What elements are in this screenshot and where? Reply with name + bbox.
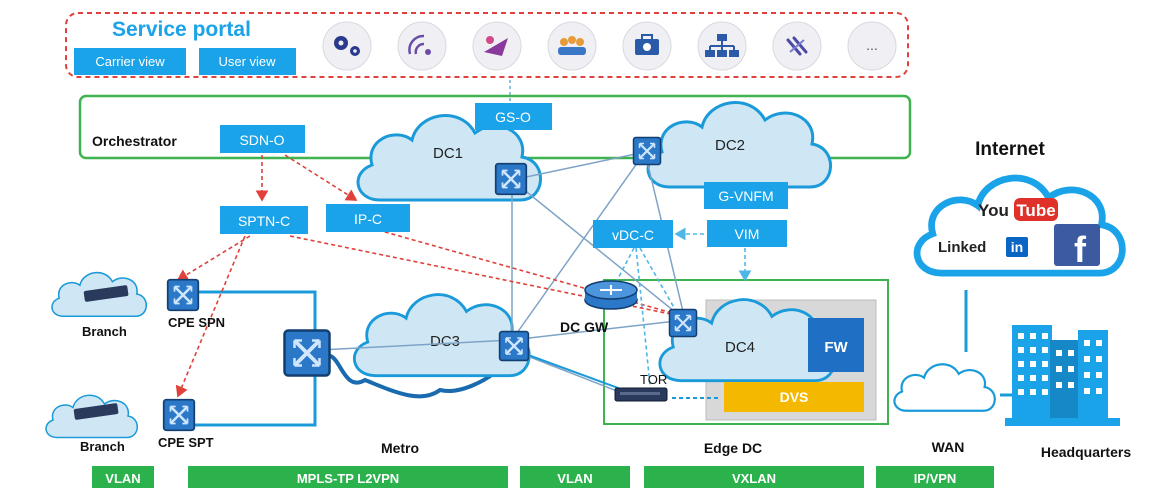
sptn-c-box[interactable]: SPTN-C <box>220 206 308 234</box>
tor-label: TOR <box>640 372 667 387</box>
youtube-logo: You Tube <box>978 198 1058 221</box>
more-label: ... <box>866 37 878 53</box>
dc2-switch-icon[interactable] <box>632 136 662 166</box>
linkedin-text: Linked <box>938 239 986 256</box>
dc4-switch-icon[interactable] <box>668 308 698 338</box>
vdc-arrows <box>611 227 752 386</box>
youtube-you: You <box>978 201 1009 220</box>
toolbox-icon[interactable] <box>622 21 672 71</box>
bar-label-5: IP/VPN <box>914 471 957 486</box>
cpe-spn-label: CPE SPN <box>168 315 225 330</box>
tor-device-icon[interactable] <box>614 387 668 402</box>
metro-label: Metro <box>381 440 419 456</box>
dc2-cloud: DC2 <box>646 100 833 189</box>
dc-gw-router-icon[interactable] <box>584 280 638 310</box>
bar-segment-1 <box>92 466 154 488</box>
sptn-c-label: SPTN-C <box>238 213 290 229</box>
sdn-o-label: SDN-O <box>239 132 284 148</box>
bar-label-4: VXLAN <box>732 471 776 486</box>
gs-o-box[interactable]: GS-O <box>475 103 552 130</box>
internet-cloud: Internet <box>917 139 1122 273</box>
dc1-cloud: DC1 <box>356 113 543 202</box>
service-portal-title: Service portal <box>112 18 251 41</box>
fw-label: FW <box>824 339 848 356</box>
dc1-label: DC1 <box>433 145 463 162</box>
g-vnfm-label: G-VNFM <box>718 188 773 204</box>
user-view-label: User view <box>218 54 276 69</box>
g-vnfm-box[interactable]: G-VNFM <box>704 182 788 209</box>
ip-c-box[interactable]: IP-C <box>326 204 410 232</box>
dc1-switch-icon[interactable] <box>494 162 528 196</box>
bar-label-2: MPLS-TP L2VPN <box>297 471 399 486</box>
network-tree-icon[interactable] <box>697 21 747 71</box>
more-icon[interactable]: ... <box>847 21 897 71</box>
dc4-label: DC4 <box>725 339 755 356</box>
vdc-c-label: vDC-C <box>612 227 654 243</box>
branch2-label: Branch <box>80 439 125 454</box>
dc3-cloud: DC3 <box>352 293 531 378</box>
service-portal: Service portal Carrier view User view <box>65 12 909 78</box>
dvs-label: DVS <box>780 389 809 405</box>
linkedin-logo: Linked in <box>938 237 1028 257</box>
wan-label: WAN <box>932 439 965 455</box>
internet-title: Internet <box>975 139 1045 160</box>
youtube-tube: Tube <box>1016 201 1055 220</box>
bar-segment-4 <box>644 466 864 488</box>
bar-label-3: VLAN <box>557 471 592 486</box>
vdc-c-box[interactable]: vDC-C <box>593 220 673 248</box>
link-icon[interactable] <box>772 21 822 71</box>
facebook-letter: f <box>1074 229 1087 270</box>
dc-gw-label: DC GW <box>560 319 609 335</box>
fw-box[interactable]: FW <box>808 318 864 372</box>
dc2-label: DC2 <box>715 137 745 154</box>
people-icon[interactable] <box>547 21 597 71</box>
vim-box[interactable]: VIM <box>707 220 787 247</box>
cpe-spt-label: CPE SPT <box>158 435 214 450</box>
linkedin-in: in <box>1011 239 1023 255</box>
metro-core-switch-icon[interactable] <box>282 328 332 378</box>
facebook-logo: f <box>1054 224 1100 270</box>
dc4-cloud: DC4 <box>658 298 837 383</box>
dvs-box[interactable]: DVS <box>724 382 864 412</box>
bottom-bar: VLAN MPLS-TP L2VPN VLAN VXLAN IP/VPN <box>92 466 994 488</box>
branch2-device-icon <box>73 403 119 420</box>
physical-links <box>319 151 686 401</box>
sdn-o-box[interactable]: SDN-O <box>220 125 305 153</box>
bar-segment-3 <box>520 466 630 488</box>
dc3-label: DC3 <box>430 333 460 350</box>
carrier-view-label: Carrier view <box>95 54 165 69</box>
cpe-spt-switch-icon[interactable] <box>162 398 196 432</box>
user-view-button[interactable]: User view <box>199 48 296 75</box>
headquarters-building-icon <box>1005 325 1120 426</box>
wan-cloud <box>893 362 997 413</box>
control-arrows <box>175 154 691 398</box>
ip-c-label: IP-C <box>354 211 382 227</box>
headquarters-label: Headquarters <box>1041 444 1131 460</box>
bar-segment-5 <box>876 466 994 488</box>
branch1-label: Branch <box>82 324 127 339</box>
cpe-spn-switch-icon[interactable] <box>166 278 200 312</box>
plane-icon[interactable] <box>472 21 522 71</box>
bar-label-1: VLAN <box>105 471 140 486</box>
dc3-switch-icon[interactable] <box>498 330 530 362</box>
vim-label: VIM <box>735 226 760 242</box>
branch1-device-icon <box>83 285 129 302</box>
edge-dc-label: Edge DC <box>704 440 762 456</box>
gears-icon[interactable] <box>322 21 372 71</box>
satellite-icon[interactable] <box>397 21 447 71</box>
carrier-view-button[interactable]: Carrier view <box>74 48 186 75</box>
orchestrator-label: Orchestrator <box>92 133 177 149</box>
gs-o-label: GS-O <box>495 109 531 125</box>
bar-segment-2 <box>188 466 508 488</box>
